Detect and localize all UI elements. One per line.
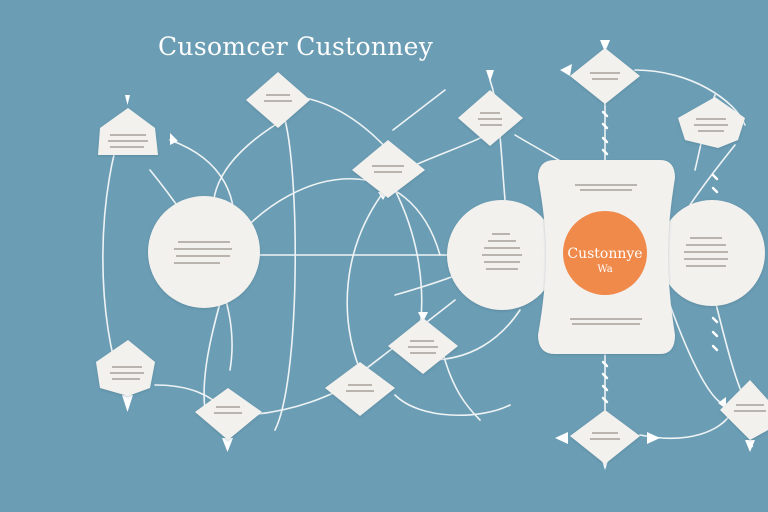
connector-line: [346, 189, 386, 371]
placeholder-text-line: [110, 134, 146, 136]
placeholder-text-line: [346, 390, 374, 392]
arrowhead-icon: [560, 64, 572, 76]
placeholder-text-line: [484, 261, 520, 263]
center-label: Custonnye: [567, 246, 643, 262]
placeholder-text-line: [486, 268, 518, 270]
placeholder-text-line: [174, 248, 232, 250]
circle-nodes: [148, 196, 765, 310]
connector-tick: [711, 186, 719, 194]
connector-tick: [601, 384, 609, 392]
connector-tick: [711, 173, 719, 181]
connector-tick: [711, 330, 719, 338]
arrowhead-icon: [170, 133, 178, 145]
placeholder-text-line: [694, 124, 728, 126]
decision-node: [570, 48, 640, 104]
connector-line: [689, 144, 736, 206]
placeholder-text-line: [176, 255, 230, 257]
placeholder-text-line: [410, 352, 436, 354]
arrowhead-icon: [418, 312, 428, 322]
placeholder-text-line: [214, 412, 242, 414]
placeholder-text-line: [112, 378, 140, 380]
arrowhead-icon: [222, 438, 233, 452]
placeholder-text-line: [696, 118, 726, 120]
connector-line: [394, 394, 511, 417]
connector-tick: [601, 396, 609, 404]
placeholder-text-line: [174, 262, 220, 264]
shield-node: [98, 108, 158, 155]
decision-node: [352, 140, 425, 198]
placeholder-text-line: [484, 247, 520, 249]
connector-line: [304, 97, 389, 151]
placeholder-text-lines: [108, 72, 766, 440]
connector-line: [274, 119, 297, 431]
connector-tick: [601, 110, 609, 118]
connector-line: [714, 299, 746, 401]
placeholder-text-line: [348, 384, 372, 386]
connector-line: [229, 178, 441, 256]
placeholder-text-line: [264, 100, 292, 102]
placeholder-text-line: [734, 410, 766, 412]
placeholder-text-line: [408, 346, 438, 348]
placeholder-text-line: [698, 130, 724, 132]
placeholder-text-line: [690, 237, 722, 239]
placeholder-text-line: [736, 404, 764, 406]
start-circle-node: [148, 196, 260, 308]
decision-node: [570, 410, 640, 464]
placeholder-text-line: [112, 366, 142, 368]
placeholder-text-line: [590, 72, 620, 74]
placeholder-text-line: [592, 432, 618, 434]
arrowhead-icon: [122, 395, 133, 412]
placeholder-text-line: [372, 165, 404, 167]
placeholder-text-line: [374, 171, 402, 173]
placeholder-text-line: [686, 244, 726, 246]
placeholder-text-line: [684, 251, 728, 253]
placeholder-text-line: [480, 112, 500, 114]
placeholder-text-line: [410, 340, 434, 342]
placeholder-text-line: [110, 146, 144, 148]
focus-circle: [563, 211, 647, 295]
placeholder-text-line: [492, 233, 510, 235]
arrowhead-icon: [486, 70, 494, 82]
placeholder-text-line: [590, 438, 620, 440]
placeholder-text-line: [480, 124, 502, 126]
center-card: [538, 160, 675, 354]
placeholder-text-line: [266, 94, 290, 96]
placeholder-text-line: [216, 406, 240, 408]
connector-line: [392, 89, 446, 131]
placeholder-text-line: [178, 241, 230, 243]
placeholder-text-line: [684, 258, 728, 260]
placeholder-text-line: [108, 140, 148, 142]
placeholder-text-line: [592, 78, 618, 80]
connector-tick: [711, 344, 719, 352]
decision-node: [325, 362, 395, 416]
center-sublabel: Wa: [597, 264, 613, 275]
shield-node: [678, 97, 745, 148]
placeholder-text-line: [575, 184, 637, 186]
connector-tick: [601, 360, 609, 368]
connector-line: [429, 309, 521, 361]
placeholder-text-line: [478, 118, 502, 120]
connector-tick: [601, 122, 609, 130]
connector-line: [669, 304, 726, 406]
placeholder-text-line: [488, 240, 516, 242]
diagram-title: Cusomcer Custonney: [158, 32, 434, 61]
placeholder-text-line: [686, 265, 726, 267]
arrowhead-icon: [125, 95, 130, 105]
connector-tick: [601, 148, 609, 156]
arrowhead-icon: [555, 432, 568, 444]
connector-line: [639, 414, 731, 439]
arrowhead-icon: [600, 40, 610, 52]
placeholder-text-line: [570, 318, 642, 320]
arrowhead-icon: [647, 432, 660, 444]
connector-tick: [711, 316, 719, 324]
arrowhead-icon: [745, 440, 755, 452]
connector-tick: [601, 136, 609, 144]
placeholder-text-line: [110, 372, 144, 374]
placeholder-text-line: [580, 189, 632, 191]
placeholder-text-line: [572, 323, 640, 325]
connector-tick: [601, 372, 609, 380]
placeholder-text-line: [482, 254, 522, 256]
